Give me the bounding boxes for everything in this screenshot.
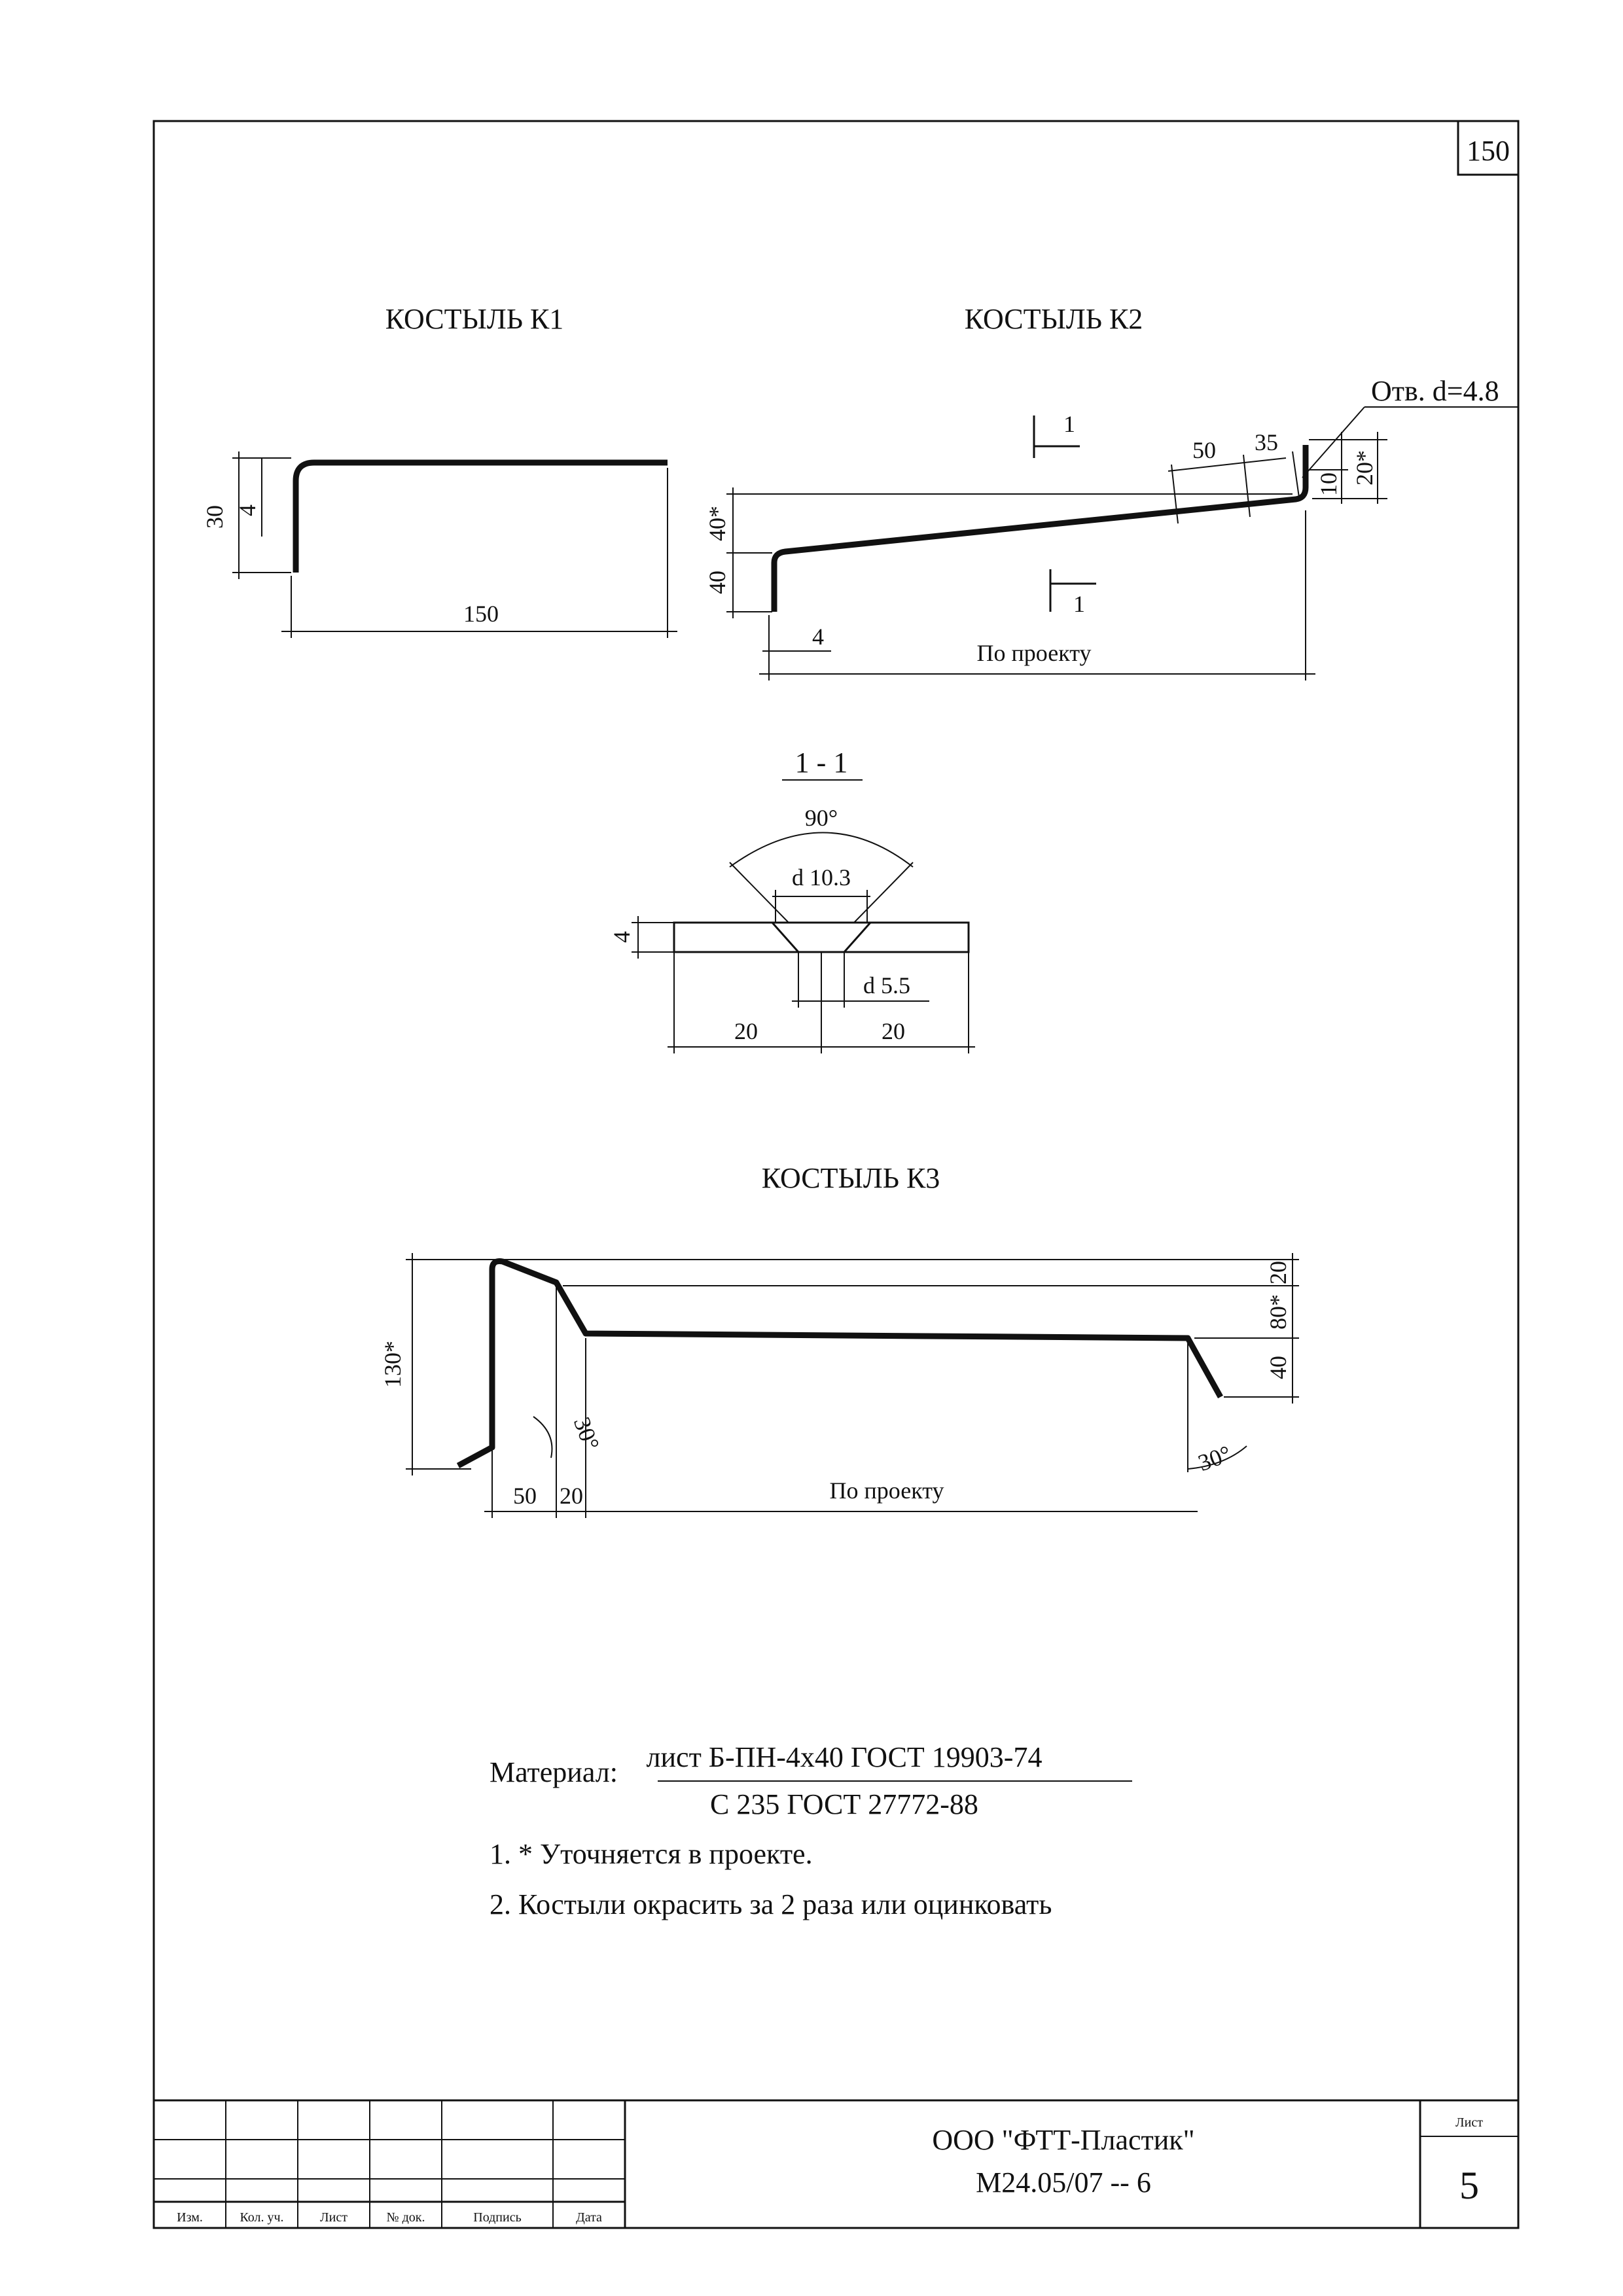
k2-part: [771, 445, 1309, 612]
drawing-k2: КОСТЫЛЬ К2 Отв. d=4.8 1 1 50 35 10 20*: [704, 303, 1518, 680]
k1-dim-thickness: 4: [234, 504, 260, 516]
k3-angle-right: 30°: [1194, 1440, 1234, 1476]
material-line1: лист Б-ПН-4х40 ГОСТ 19903-74: [647, 1741, 1043, 1773]
material-label: Материал:: [490, 1756, 618, 1788]
drawing-k1: КОСТЫЛЬ К1 30 4 150: [202, 303, 677, 638]
section-left-dim: 20: [734, 1018, 758, 1044]
section-title: 1 - 1: [795, 747, 848, 779]
k1-dim-height: 30: [202, 505, 228, 529]
sheet-number: 5: [1459, 2164, 1479, 2207]
section-bottom-dia: d 5.5: [863, 972, 910, 998]
k3-part: [456, 1258, 1223, 1468]
k3-dim-height: 130*: [380, 1341, 406, 1388]
k3-dim-40: 40: [1265, 1356, 1291, 1379]
drawing-k3: КОСТЫЛЬ К3 130* 20 80* 40 30° 30° 50 20 …: [380, 1162, 1299, 1518]
section-angle: 90°: [805, 805, 838, 831]
k3-dim-length: По проекту: [830, 1477, 944, 1504]
doc-code: М24.05/07 -- 6: [976, 2166, 1151, 2199]
company-name: ООО "ФТТ-Пластик": [932, 2124, 1194, 2156]
material-block: Материал: лист Б-ПН-4х40 ГОСТ 19903-74 С…: [490, 1741, 1132, 1820]
k2-title: КОСТЫЛЬ К2: [965, 303, 1143, 335]
k2-dim-35: 35: [1255, 429, 1278, 455]
svg-text:1: 1: [1073, 591, 1085, 617]
section-right-dim: 20: [882, 1018, 905, 1044]
k2-dim-40: 40: [704, 571, 730, 594]
section-1-1: 1 - 1 90° d 10.3 4 d 5.5 20 20: [609, 747, 975, 1053]
col-list: Лист: [320, 2210, 348, 2225]
k1-title: КОСТЫЛЬ К1: [385, 303, 564, 335]
k3-dim-50: 50: [513, 1483, 537, 1509]
note-2: 2. Костыли окрасить за 2 раза или оцинко…: [490, 1888, 1052, 1920]
k2-section-mark-top: 1: [1033, 411, 1080, 458]
title-block: Изм. Кол. уч. Лист № док. Подпись Дата О…: [152, 2099, 1520, 2229]
k2-dim-20: 20*: [1351, 450, 1378, 486]
col-kol-uch: Кол. уч.: [240, 2210, 283, 2225]
k2-dim-10: 10: [1315, 472, 1342, 496]
material-line2: С 235 ГОСТ 27772-88: [710, 1788, 978, 1820]
k1-dim-length: 150: [463, 601, 499, 627]
col-data: Дата: [576, 2210, 602, 2225]
k2-dim-40star: 40*: [704, 506, 730, 541]
col-podpis: Подпись: [473, 2210, 521, 2225]
k2-dim-50: 50: [1192, 437, 1216, 463]
k3-angle-left: 30°: [569, 1413, 605, 1453]
col-izm: Изм.: [177, 2210, 203, 2225]
note-1: 1. * Уточняется в проекте.: [490, 1838, 813, 1870]
k3-dim-20: 20: [1265, 1261, 1291, 1284]
k3-dim-20b: 20: [560, 1483, 583, 1509]
k1-part: [293, 459, 668, 573]
section-top-dia: d 10.3: [792, 864, 851, 891]
k2-dim-4: 4: [812, 624, 824, 650]
page-number: 150: [1467, 135, 1510, 167]
col-no-dok: № док.: [387, 2210, 425, 2225]
page-number-box: 150: [1457, 120, 1520, 176]
k3-dim-80: 80*: [1265, 1294, 1291, 1330]
svg-text:1: 1: [1063, 411, 1075, 437]
k3-title: КОСТЫЛЬ К3: [762, 1162, 940, 1194]
section-hole: [770, 921, 873, 953]
k2-hole-note: Отв. d=4.8: [1371, 375, 1499, 407]
k2-section-mark-bottom: 1: [1049, 569, 1096, 617]
section-thickness: 4: [609, 931, 635, 943]
k2-dim-length: По проекту: [977, 640, 1092, 666]
section-plate: [673, 921, 970, 953]
sheet-label: Лист: [1455, 2115, 1483, 2130]
